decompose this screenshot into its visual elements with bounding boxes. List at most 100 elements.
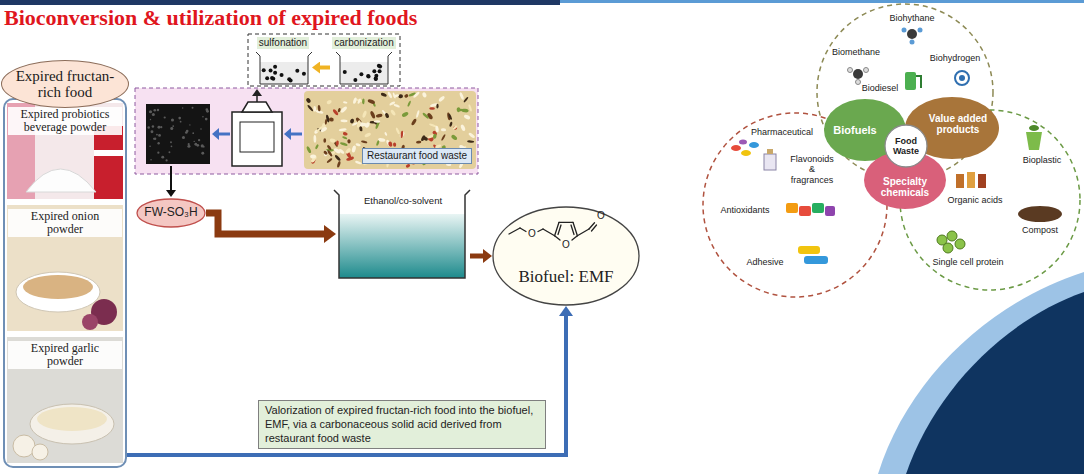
food-bit (315, 144, 320, 150)
food-bit (422, 92, 428, 99)
molecule-icon (864, 68, 869, 73)
food-bit (392, 92, 396, 99)
chemical-bond (559, 222, 573, 223)
garlic-bulb (32, 444, 48, 460)
food-bit (347, 139, 351, 144)
product-photo: Expired garlic powder (7, 337, 123, 463)
powder-speck (154, 109, 157, 112)
powder-speck (196, 144, 199, 147)
beaker-liquid (340, 62, 388, 84)
food-bit (376, 113, 383, 118)
molecule-icon (907, 29, 917, 39)
product-ellipse: Biofuel: EMF (492, 206, 640, 306)
food-bit (356, 120, 361, 128)
food-bit (407, 100, 412, 107)
venn-item-label: Organic acids (947, 195, 1002, 205)
photo-ground (7, 337, 123, 463)
carbon-particle (271, 77, 275, 81)
food-bit (457, 107, 461, 112)
powder-speck (160, 126, 162, 128)
food-bit (326, 158, 333, 164)
powder-speck (201, 152, 204, 155)
powder-speck (150, 159, 152, 161)
food-bit (340, 106, 348, 114)
food-bit (452, 125, 458, 130)
beaker-step: carbonization (330, 35, 398, 85)
powder-speck (182, 107, 183, 108)
food-bit (318, 105, 321, 112)
powder-speck (157, 142, 159, 144)
chemical-bond (543, 229, 555, 236)
powder-speck (205, 118, 208, 121)
food-bit (340, 119, 347, 122)
food-bit (307, 104, 314, 112)
powder-speck (202, 116, 204, 118)
food-bit (336, 140, 339, 146)
food-bit (327, 149, 333, 157)
chemical-bond (558, 225, 561, 235)
carbon-particle (378, 69, 382, 73)
carbon-particle (366, 74, 370, 78)
venn-item-label: Biohythane (889, 13, 934, 23)
food-bit (384, 112, 389, 118)
antioxidant-art (799, 206, 811, 216)
powder-speck (182, 136, 185, 139)
food-bit (316, 126, 323, 133)
reactor (232, 112, 282, 166)
beaker-liquid (260, 62, 308, 84)
food-bit (401, 111, 409, 118)
venn-item-label: Bioplastic (1023, 155, 1062, 165)
food-bit (453, 126, 458, 130)
food-bit (337, 161, 342, 168)
pill-icon (731, 145, 741, 151)
powder-speck (157, 109, 159, 111)
food-bit (352, 97, 357, 104)
connector (470, 254, 483, 259)
powder-speck (164, 116, 166, 118)
node-label: Expired onion powder (8, 209, 122, 237)
food-bit (413, 91, 421, 98)
molecule-icon (848, 68, 853, 73)
powder-speck (158, 134, 161, 137)
beaker-step: sulfonation (254, 35, 312, 85)
food-bit (390, 109, 396, 116)
antioxidant-art (825, 206, 835, 216)
corner-swoosh (906, 292, 1084, 474)
powder-speck (156, 134, 158, 136)
food-bit (370, 110, 376, 119)
food-bit (411, 118, 418, 126)
node-outline (492, 206, 640, 306)
bowl (30, 404, 114, 444)
powder-speck (152, 125, 155, 128)
venn-item-label: Antioxidants (720, 205, 769, 215)
product-photo: Expired probiotics beverage powder (7, 103, 123, 199)
bioplastic-icon (1029, 125, 1039, 131)
powder-speck (172, 125, 174, 127)
hydrogen-icon (959, 75, 965, 81)
atom-label: O (562, 239, 570, 251)
chemical-bond (592, 225, 597, 231)
carbon-particle (287, 77, 291, 81)
cell-icon (947, 231, 957, 241)
food-bit (349, 118, 354, 124)
food-bit (420, 135, 425, 142)
process-region (135, 88, 478, 174)
food-bit (310, 154, 316, 158)
powder-speck (147, 126, 149, 128)
perfume-icon (764, 154, 776, 170)
node-label: Valorization of expired fructan-rich foo… (265, 404, 539, 445)
carbon-particle (353, 78, 357, 82)
food-bit (436, 104, 439, 109)
carbon-particle (343, 70, 347, 74)
powder-speck (178, 117, 181, 120)
food-bit (332, 108, 339, 115)
carbon-particle (378, 64, 382, 68)
chemical-bond (509, 228, 520, 234)
slide-title: Bioconversion & utilization of expired f… (4, 5, 417, 30)
package-stripe (94, 150, 123, 156)
flow-arrow (256, 96, 258, 102)
food-bit (340, 141, 348, 146)
food-bit (451, 134, 458, 141)
carbon-powder (146, 104, 210, 164)
powder-speck (188, 143, 190, 145)
